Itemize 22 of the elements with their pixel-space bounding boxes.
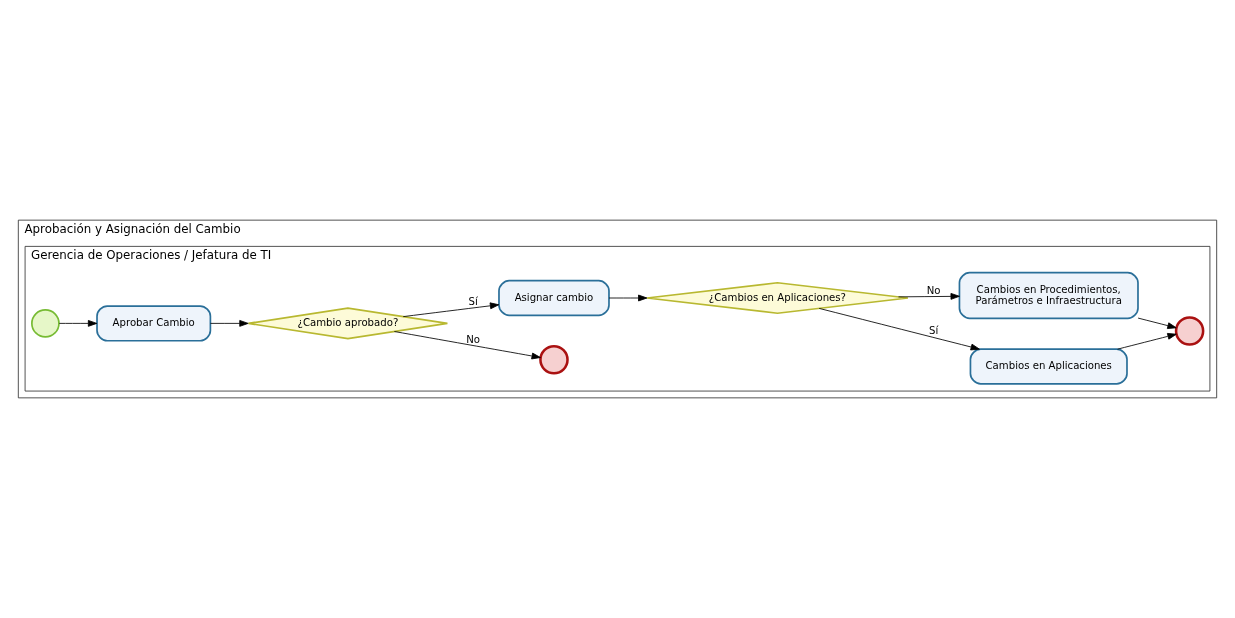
arrow — [608, 294, 648, 302]
arrow — [818, 308, 980, 351]
arrow — [210, 320, 249, 327]
edge-label: Sí — [929, 325, 939, 337]
node-box: Cambios en Aplicaciones — [969, 348, 1128, 385]
arrow — [1117, 332, 1177, 350]
node-circle — [539, 344, 569, 375]
node-box: Aprobar Cambio — [96, 305, 212, 342]
node-diamond: ¿Cambio aprobado? — [247, 307, 449, 340]
node-circle — [31, 309, 60, 338]
arrow — [393, 331, 541, 360]
arrow — [898, 293, 960, 300]
arrow — [402, 302, 500, 318]
edge-label: Sí — [468, 296, 478, 308]
node-circle — [1174, 316, 1205, 346]
edge-label: No — [466, 333, 481, 345]
node-box: Asignar cambio — [498, 279, 610, 317]
edge-label: No — [926, 285, 941, 297]
arrow — [58, 320, 98, 327]
arrow — [1137, 317, 1177, 329]
node-box: Cambios en Procedimientos, Parámetros e Infraestructura — [958, 271, 1139, 320]
node-diamond: ¿Cambios en Aplicaciones? — [646, 281, 909, 315]
